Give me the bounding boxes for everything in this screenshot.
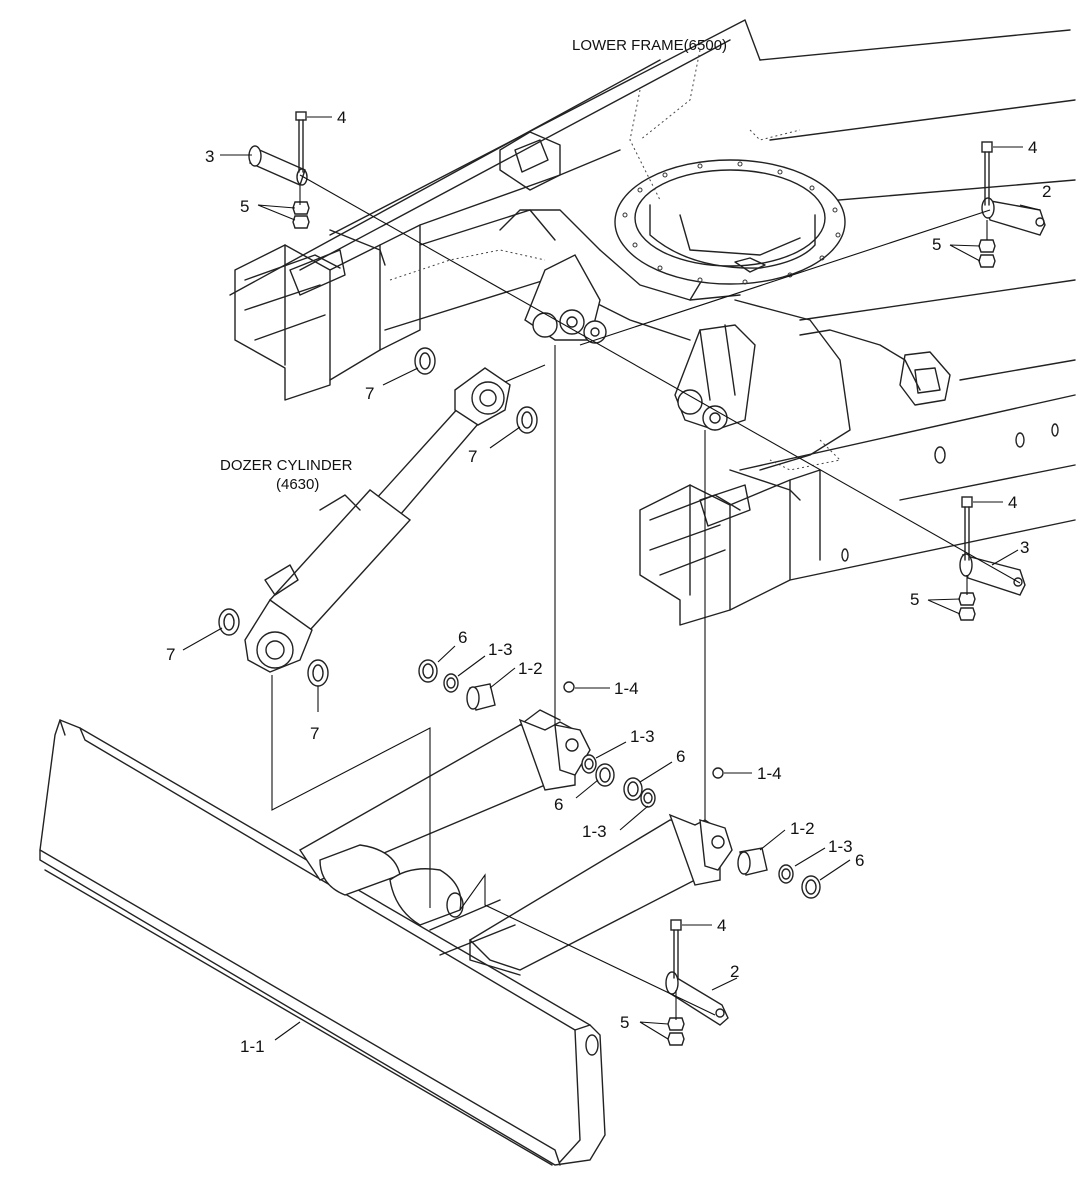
callout-1-2: 1-2 bbox=[790, 819, 815, 838]
nuts-right-middle bbox=[958, 592, 976, 621]
callout-4: 4 bbox=[1008, 493, 1017, 512]
dozer-blade bbox=[39, 709, 733, 1166]
text-labels: LOWER FRAME(6500) DOZER CYLINDER (4630) … bbox=[166, 37, 1051, 1056]
callout-6: 6 bbox=[554, 795, 563, 814]
callout-7: 7 bbox=[310, 724, 319, 743]
callout-1-3: 1-3 bbox=[828, 837, 853, 856]
callout-7: 7 bbox=[166, 645, 175, 664]
callout-leaders bbox=[182, 116, 1041, 1041]
callout-4: 4 bbox=[337, 108, 346, 127]
callout-5: 5 bbox=[240, 197, 249, 216]
callout-1-3: 1-3 bbox=[488, 640, 513, 659]
lower-frame bbox=[229, 19, 1076, 626]
bolt-upper-left bbox=[295, 111, 307, 173]
nuts-lower bbox=[667, 1017, 685, 1046]
bolt-upper-right bbox=[981, 141, 993, 206]
callout-7: 7 bbox=[468, 447, 477, 466]
callout-1-3: 1-3 bbox=[582, 822, 607, 841]
callout-1-2: 1-2 bbox=[518, 659, 543, 678]
callout-4: 4 bbox=[1028, 138, 1037, 157]
callout-4: 4 bbox=[717, 916, 726, 935]
dozer-cylinder-label: DOZER CYLINDER bbox=[220, 457, 353, 474]
pin-upper-right bbox=[981, 197, 1046, 236]
shims-7 bbox=[218, 347, 538, 687]
callout-1-1: 1-1 bbox=[240, 1037, 265, 1056]
callout-1-4: 1-4 bbox=[614, 679, 639, 698]
callout-3: 3 bbox=[1020, 538, 1029, 557]
pin-right-middle bbox=[959, 553, 1026, 596]
dozer-cylinder-code: (4630) bbox=[276, 476, 319, 493]
callout-1-4: 1-4 bbox=[757, 764, 782, 783]
lower-frame-label: LOWER FRAME(6500) bbox=[572, 37, 727, 54]
callout-3: 3 bbox=[205, 147, 214, 166]
callout-6: 6 bbox=[458, 628, 467, 647]
pin-upper-left bbox=[248, 145, 308, 186]
callout-5: 5 bbox=[620, 1013, 629, 1032]
callout-1-3: 1-3 bbox=[630, 727, 655, 746]
pins-and-hardware bbox=[218, 111, 1046, 1046]
shims-6-bushings bbox=[418, 659, 821, 899]
dozer-cylinder bbox=[244, 367, 511, 673]
callout-5: 5 bbox=[910, 590, 919, 609]
callout-2: 2 bbox=[1042, 182, 1051, 201]
callout-5: 5 bbox=[932, 235, 941, 254]
nuts-upper-right bbox=[978, 239, 996, 268]
pin-lower bbox=[665, 971, 729, 1026]
bolt-right-middle bbox=[961, 496, 973, 561]
callout-2: 2 bbox=[730, 962, 739, 981]
callout-6: 6 bbox=[855, 851, 864, 870]
callout-6: 6 bbox=[676, 747, 685, 766]
bolt-lower bbox=[670, 919, 682, 979]
nuts-upper-left bbox=[292, 201, 310, 229]
callout-7: 7 bbox=[365, 384, 374, 403]
